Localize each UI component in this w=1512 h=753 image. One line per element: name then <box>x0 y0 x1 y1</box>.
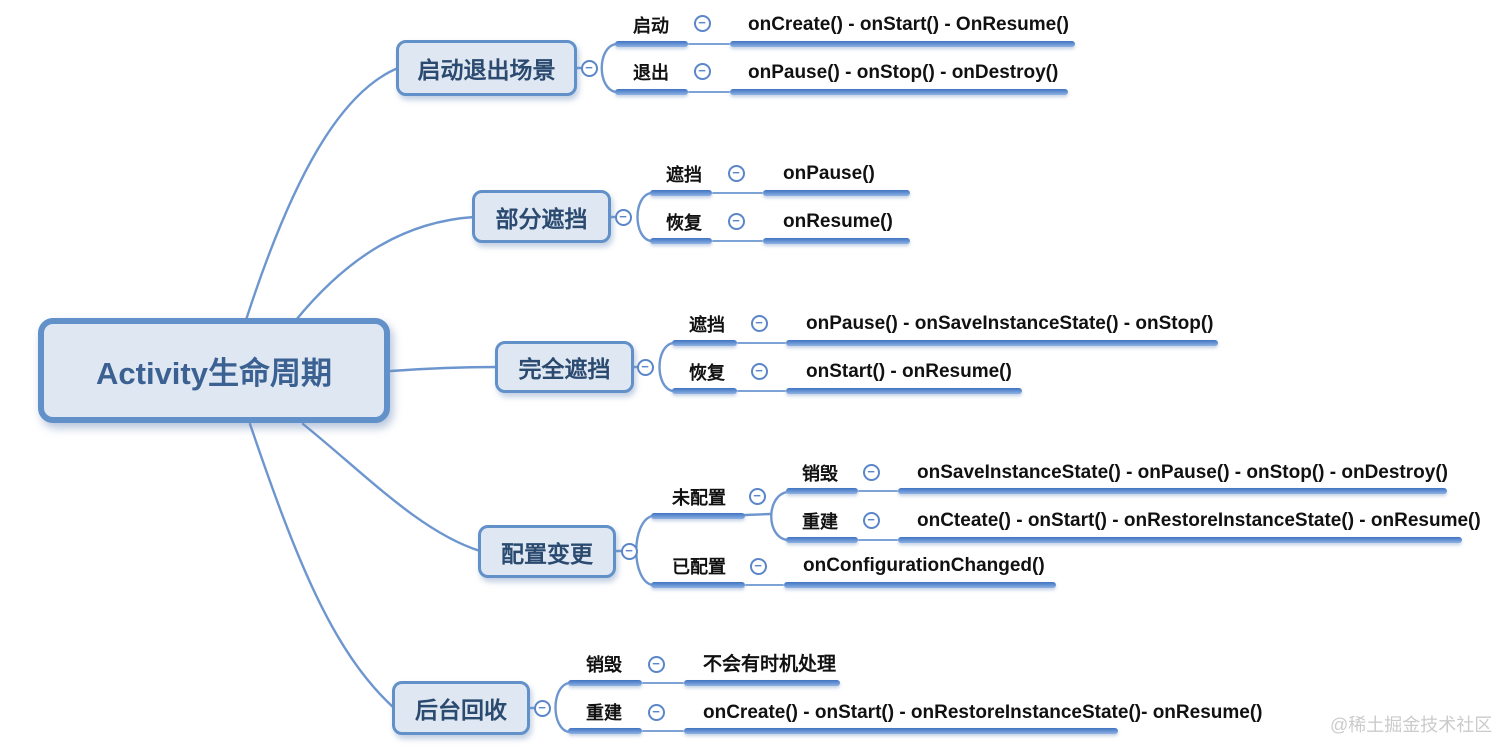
branch3-label: 完全遮挡 <box>518 356 611 382</box>
topic-underline <box>730 88 1068 95</box>
leaf-value[interactable]: onSaveInstanceState() - onPause() - onSt… <box>917 462 1448 483</box>
branch2-label: 部分遮挡 <box>495 205 588 232</box>
branch1-label: 启动退出场景 <box>417 57 556 83</box>
leaf-label[interactable]: 重建 <box>586 703 622 723</box>
topic-connector-line <box>688 90 730 93</box>
collapse-icon[interactable]: − <box>636 358 654 376</box>
root-topic[interactable]: Activity生命周期 <box>38 318 390 423</box>
topic-underline <box>786 488 858 494</box>
collapse-icon[interactable]: − <box>727 212 745 230</box>
fork-branch4 <box>635 514 654 587</box>
topic-connector-line <box>688 42 730 45</box>
topic-underline <box>763 189 910 196</box>
leaf-value[interactable]: onPause() <box>783 163 875 184</box>
topic-underline <box>568 728 642 734</box>
connector-stub-notconfigured <box>743 512 772 517</box>
subtopic-label[interactable]: 未配置 <box>672 488 726 508</box>
leaf-label[interactable]: 遮挡 <box>666 165 702 185</box>
leaf-value[interactable]: onResume() <box>783 211 893 232</box>
fork-branch5 <box>554 681 571 734</box>
topic-connector-line <box>642 730 684 732</box>
connector-root-branch4 <box>301 422 482 553</box>
leaf-value[interactable]: 不会有时机处理 <box>703 654 837 675</box>
leaf-label[interactable]: 重建 <box>802 512 838 532</box>
collapse-icon[interactable]: − <box>748 487 766 505</box>
topic-connector-line <box>858 538 898 541</box>
collapse-icon[interactable]: − <box>533 699 551 717</box>
topic-connector-line <box>737 341 786 344</box>
topic-connector-line <box>642 681 684 684</box>
collapse-icon[interactable]: − <box>647 703 665 721</box>
topic-underline <box>615 40 688 47</box>
topic-underline <box>684 679 840 686</box>
topic-connector-line <box>858 490 898 492</box>
topic-underline <box>784 581 1056 588</box>
root-topic-label: Activity生命周期 <box>96 356 332 391</box>
leaf-label[interactable]: 已配置 <box>672 557 726 577</box>
connector-root-branch5 <box>248 422 396 710</box>
leaf-value[interactable]: onPause() - onStop() - onDestroy() <box>748 62 1059 83</box>
topic-connector-line <box>712 191 763 194</box>
collapse-icon[interactable]: − <box>862 511 880 529</box>
leaf-label[interactable]: 启动 <box>633 16 669 36</box>
leaf-label[interactable]: 销毁 <box>586 655 622 675</box>
leaf-value[interactable]: onConfigurationChanged() <box>803 555 1045 576</box>
branch1-topic[interactable]: 启动退出场景 <box>396 40 577 96</box>
branch5-label: 后台回收 <box>415 697 507 723</box>
branch2-topic[interactable]: 部分遮挡 <box>472 190 611 243</box>
connector-root-branch2 <box>294 215 476 322</box>
collapse-icon[interactable]: − <box>862 463 880 481</box>
leaf-value[interactable]: onPause() - onSaveInstanceState() - onSt… <box>806 313 1214 334</box>
topic-underline <box>651 581 745 588</box>
watermark: @稀土掘金技术社区 <box>1330 715 1493 735</box>
collapse-icon[interactable]: − <box>750 314 768 332</box>
leaf-value[interactable]: onCreate() - onStart() - OnResume() <box>748 14 1069 35</box>
topic-connector-line <box>737 389 786 392</box>
topic-underline <box>730 40 1075 47</box>
topic-underline <box>650 189 712 196</box>
topic-underline <box>898 488 1447 494</box>
topic-underline <box>786 536 858 543</box>
collapse-icon[interactable]: − <box>727 164 745 182</box>
leaf-label[interactable]: 恢复 <box>666 213 702 233</box>
collapse-icon[interactable]: − <box>750 362 768 380</box>
collapse-icon[interactable]: − <box>580 59 598 77</box>
leaf-label[interactable]: 退出 <box>633 63 669 83</box>
topic-underline <box>615 88 688 95</box>
topic-connector-line <box>745 583 784 586</box>
topic-underline <box>568 679 642 686</box>
branch3-topic[interactable]: 完全遮挡 <box>495 341 634 393</box>
fork-branch1 <box>600 42 618 94</box>
connector-root-branch3 <box>389 365 499 373</box>
topic-underline <box>651 512 745 519</box>
leaf-value[interactable]: onStart() - onResume() <box>806 361 1012 382</box>
leaf-label[interactable]: 销毁 <box>802 464 838 484</box>
leaf-label[interactable]: 遮挡 <box>689 315 725 335</box>
collapse-icon[interactable]: − <box>647 655 665 673</box>
topic-underline <box>672 339 737 346</box>
leaf-value[interactable]: onCreate() - onStart() - onRestoreInstan… <box>703 702 1263 723</box>
branch5-topic[interactable]: 后台回收 <box>392 681 530 735</box>
leaf-label[interactable]: 恢复 <box>689 363 725 383</box>
topic-underline <box>786 339 1218 346</box>
branch4-label: 配置变更 <box>501 540 593 567</box>
branch4-topic[interactable]: 配置变更 <box>478 525 616 578</box>
collapse-icon[interactable]: − <box>693 14 711 32</box>
collapse-icon[interactable]: − <box>620 542 638 560</box>
collapse-icon[interactable]: − <box>614 208 632 226</box>
topic-underline <box>684 728 1118 734</box>
topic-underline <box>786 387 1022 394</box>
collapse-icon[interactable]: − <box>749 557 767 575</box>
fork-branch2 <box>636 191 653 243</box>
fork-notconfigured <box>770 490 789 542</box>
leaf-value[interactable]: onCteate() - onStart() - onRestoreInstan… <box>917 510 1481 531</box>
topic-underline <box>650 237 712 244</box>
collapse-icon[interactable]: − <box>693 62 711 80</box>
topic-connector-line <box>712 239 763 242</box>
fork-branch3 <box>658 341 675 393</box>
connector-root-branch1 <box>244 66 400 322</box>
topic-underline <box>898 536 1462 543</box>
topic-underline <box>672 387 737 394</box>
topic-underline <box>763 237 910 244</box>
